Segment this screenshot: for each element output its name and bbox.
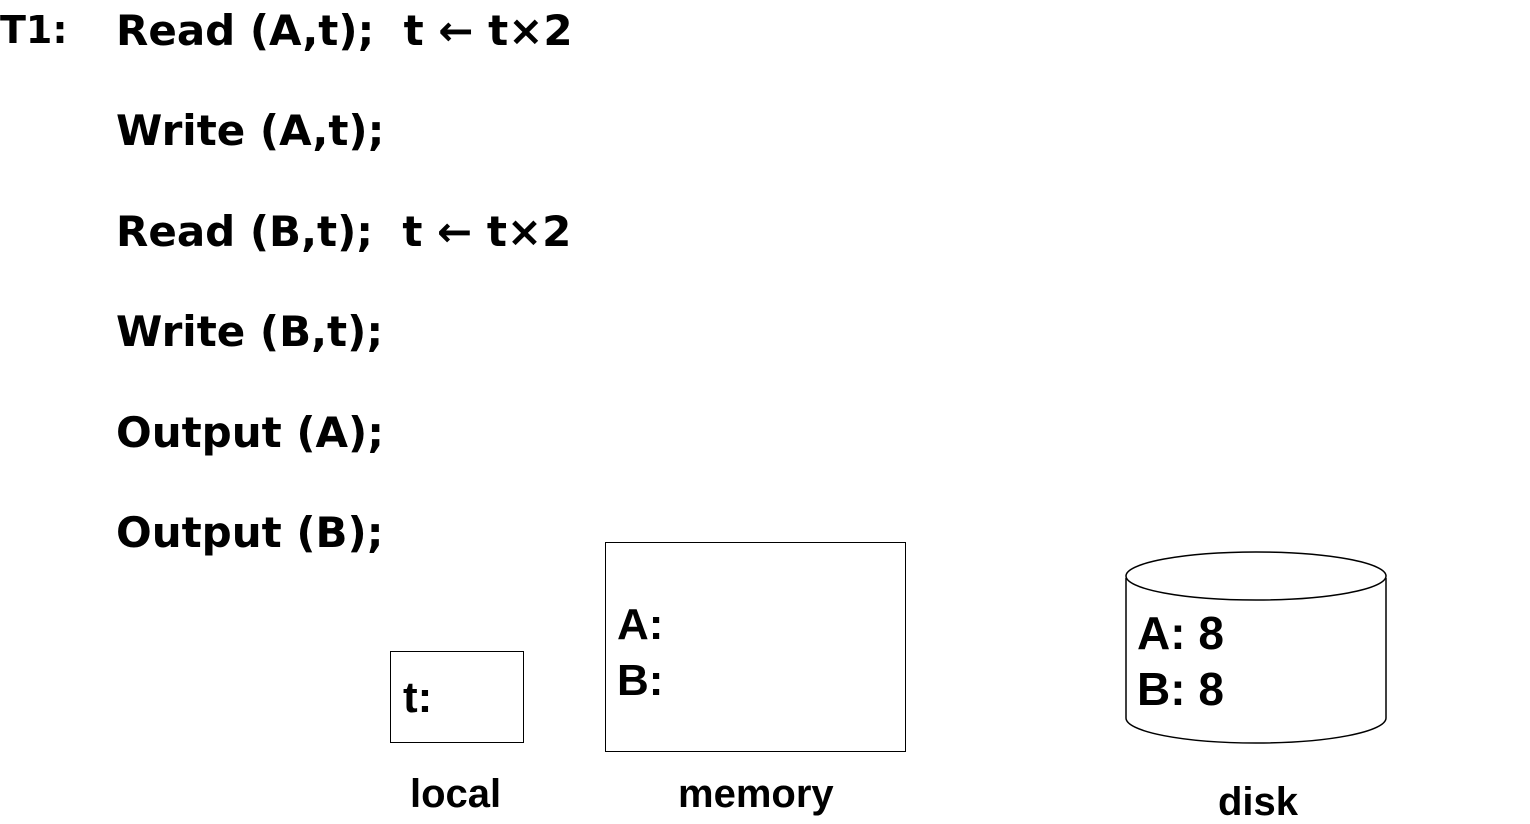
memory-box: A: B: (605, 542, 906, 752)
memory-a-value: A: (617, 600, 664, 649)
local-caption: local (410, 772, 502, 816)
code-line-read-b: Read (B,t); t ← t×2 (116, 207, 572, 256)
disk-b-value: B: 8 (1137, 663, 1224, 715)
memory-b-value: B: (617, 656, 664, 705)
disk-caption: disk (1218, 780, 1299, 824)
local-box: t: (390, 651, 524, 743)
code-line-read-a: Read (A,t); t ← t×2 (116, 6, 573, 55)
local-t-value: t: (403, 673, 433, 722)
transaction-label: T1: (0, 8, 68, 52)
memory-caption: memory (678, 772, 834, 816)
disk-cylinder (1125, 551, 1387, 744)
disk-a-value: A: 8 (1137, 607, 1224, 659)
code-line-output-a: Output (A); (116, 408, 385, 457)
code-line-output-b: Output (B); (116, 508, 384, 557)
code-line-write-b: Write (B,t); (116, 307, 384, 356)
disk-body (1125, 578, 1387, 744)
disk-top (1125, 551, 1387, 601)
code-line-write-a: Write (A,t); (116, 106, 385, 155)
